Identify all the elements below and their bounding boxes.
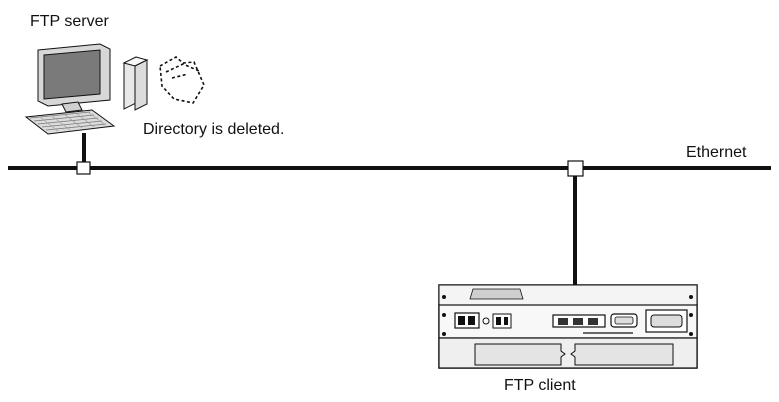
server-tap-node (76, 161, 91, 175)
dashed-folder-icon (159, 56, 205, 104)
ftp-client-label: FTP client (504, 377, 576, 394)
desktop-computer-icon (24, 43, 149, 135)
client-tap-node (567, 160, 584, 177)
ftp-server-label: FTP server (30, 13, 109, 30)
directory-deleted-label: Directory is deleted. (143, 121, 285, 138)
rack-controller-icon (438, 284, 698, 369)
ethernet-label: Ethernet (686, 144, 747, 161)
